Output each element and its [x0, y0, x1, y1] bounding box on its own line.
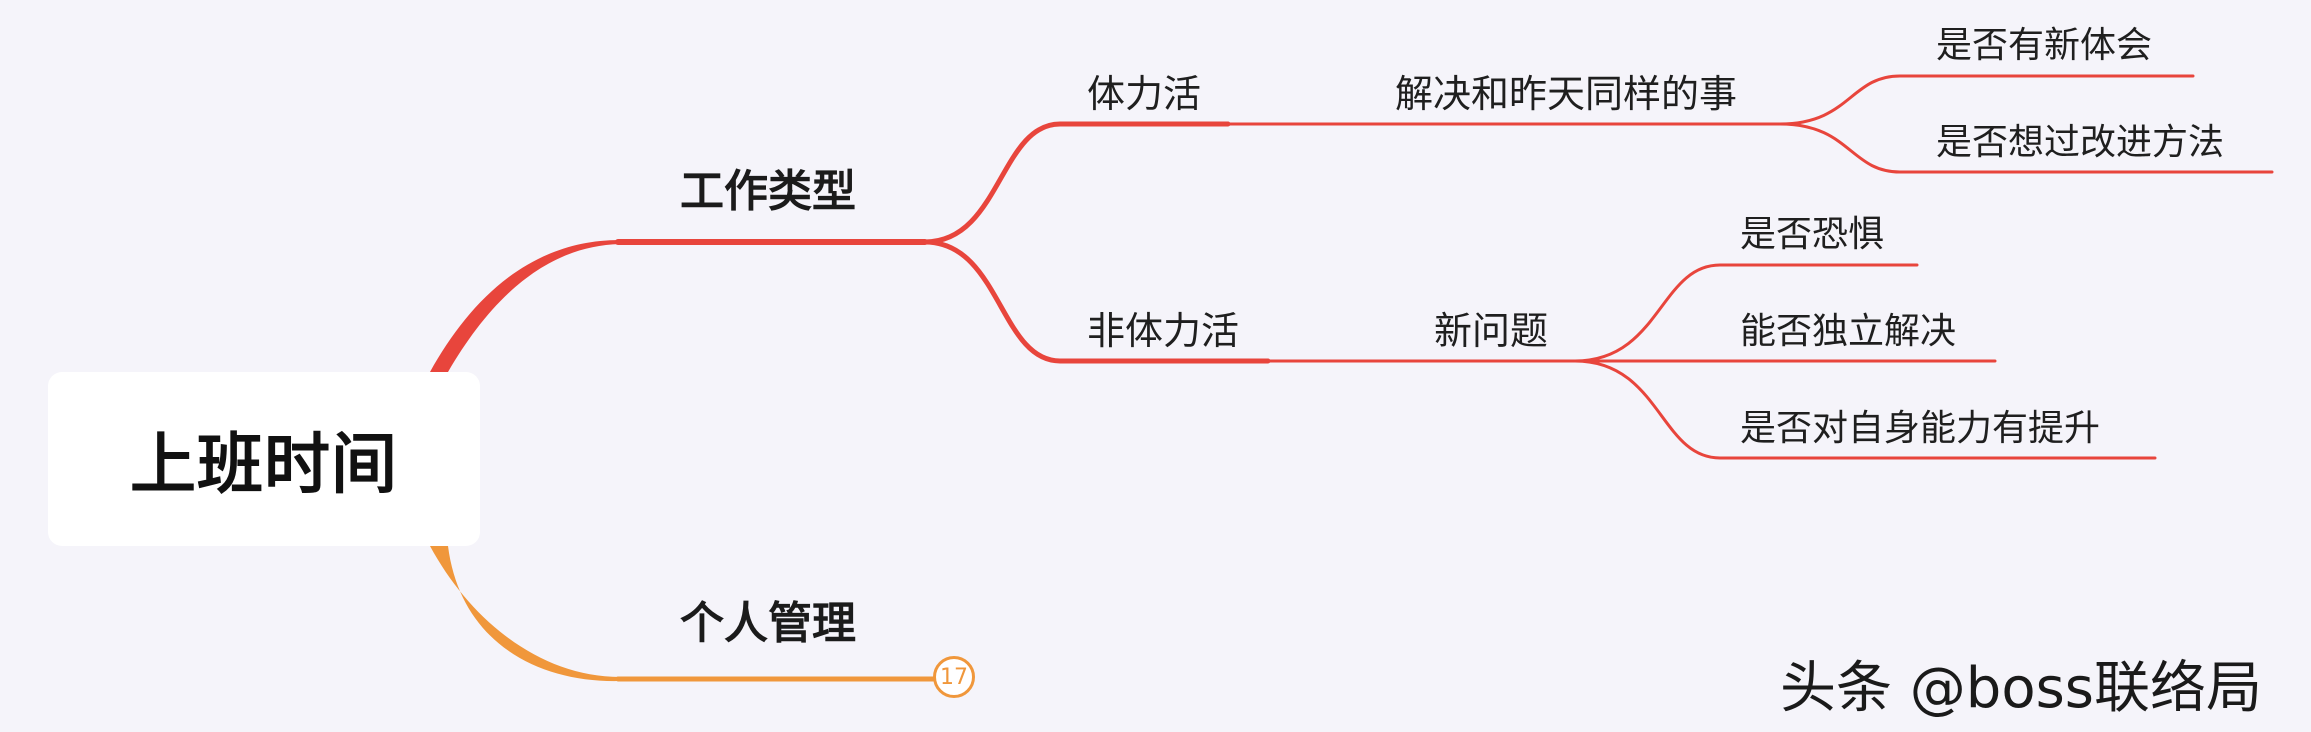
leaf-solve-independently[interactable]: 能否独立解决 — [1740, 311, 1957, 352]
collapsed-count-badge[interactable]: 17 — [933, 656, 975, 698]
subtopic-physical-work[interactable]: 体力活 — [1087, 72, 1202, 116]
leaf-ability-improvement[interactable]: 是否对自身能力有提升 — [1740, 408, 2101, 449]
connector-physical — [922, 121, 1231, 245]
node-same-as-yesterday[interactable]: 解决和昨天同样的事 — [1395, 72, 1738, 116]
connector-leaf-new-insight — [1778, 74, 2195, 126]
watermark-text: 头条 @boss联络局 — [1780, 656, 2262, 721]
leaf-improve-method[interactable]: 是否想过改进方法 — [1936, 122, 2225, 163]
node-new-problem[interactable]: 新问题 — [1434, 309, 1549, 353]
connector-leaf-ability — [1573, 359, 2157, 460]
connector-leaf-improve-method — [1778, 122, 2274, 174]
subtopic-non-physical-work[interactable]: 非体力活 — [1087, 309, 1240, 353]
connector-leaf-fear — [1573, 263, 1919, 363]
root-node[interactable] — [48, 372, 480, 546]
connector-root-work-type — [430, 240, 620, 372]
leaf-fear[interactable]: 是否恐惧 — [1740, 214, 1885, 255]
topic-work-type[interactable]: 工作类型 — [680, 166, 856, 217]
connector-non-physical — [922, 239, 1271, 364]
connector-root-personal — [430, 546, 620, 682]
leaf-new-insight[interactable]: 是否有新体会 — [1936, 25, 2153, 66]
root-node-label: 上班时间 — [130, 426, 398, 503]
topic-personal-management[interactable]: 个人管理 — [680, 598, 856, 649]
